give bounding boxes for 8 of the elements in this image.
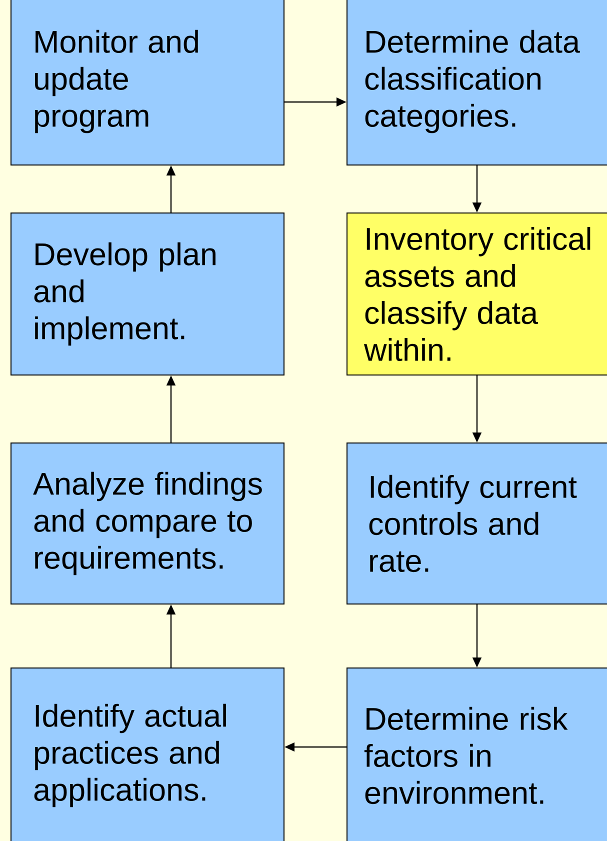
process-box: Determine data classification categories.: [346, 0, 607, 166]
process-box: Monitor and update program: [10, 0, 284, 166]
process-box: Identify actual practices and applications.: [10, 668, 284, 841]
process-box: Identify current controls and rate.: [346, 442, 607, 604]
process-box: Determine risk factors in environment.: [346, 668, 607, 841]
process-box: Analyze findings and compare to requirements.: [10, 442, 284, 604]
process-box: Inventory critical assets and classify data within.: [346, 212, 607, 376]
process-box: Develop plan and implement.: [10, 212, 284, 376]
